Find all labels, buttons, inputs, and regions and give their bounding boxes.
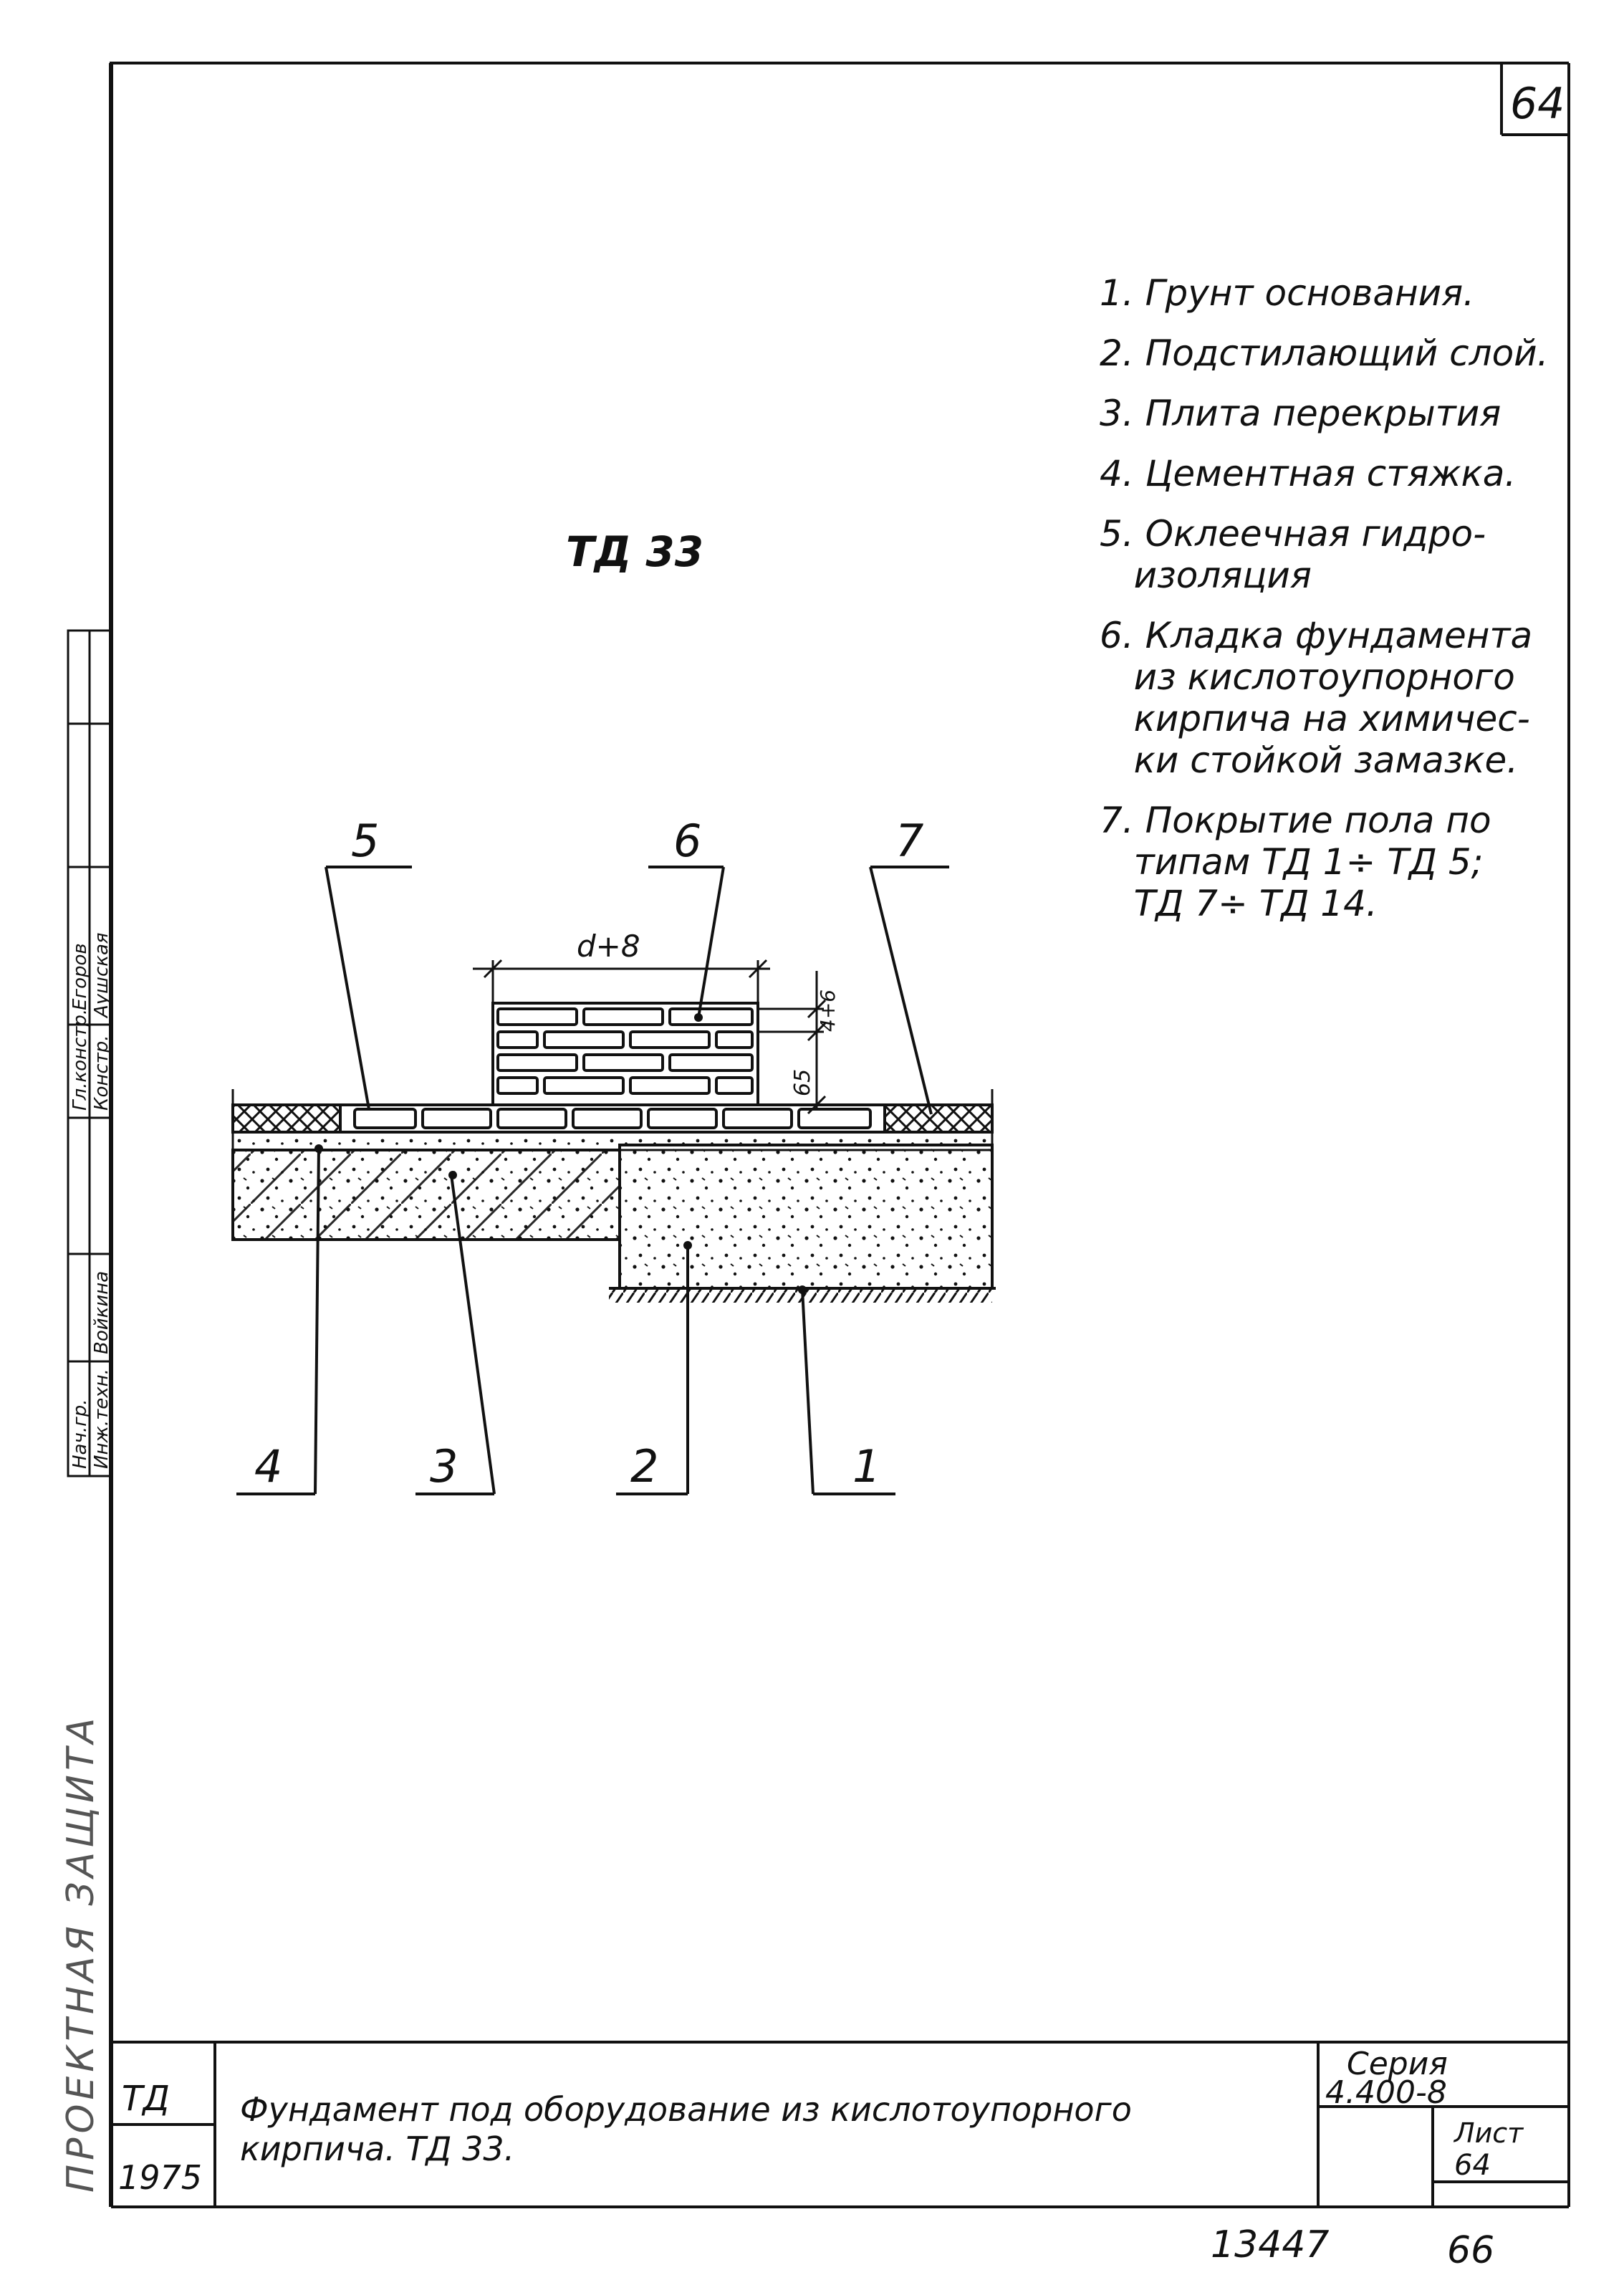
callout-3: 3 [430,1440,458,1493]
dimension-brick-top-label: 4+6 [816,990,840,1032]
callout-6: 6 [673,815,701,867]
legend-item: 5. Оклеечная гидро- изоляция [1100,513,1601,596]
legend-item-line: кирпича на химичес- [1100,698,1530,739]
legend-item-line: 5. Оклеечная гидро- [1100,513,1486,555]
side-stamp-cell-4: Аушская [91,932,112,1019]
callout-4: 4 [254,1440,282,1493]
legend-item-line: 1. Грунт основания. [1100,272,1475,314]
dimension-brick-height-label: 65 [790,1069,815,1096]
callout-dots [314,1013,807,1294]
side-stamp-cell-6: Инж.техн. [91,1369,112,1469]
legend-item-line: 3. Плита перекрытия [1100,393,1502,434]
callout-5: 5 [351,815,379,867]
side-stamp-cell-1: Гл.констр. [69,1009,91,1111]
drawing-code: ТД 33 [566,527,703,576]
title-line-2: кирпича. ТД 33. [240,2130,514,2168]
series-value: 4.400-8 [1325,2074,1447,2111]
legend-item-line: 2. Подстилающий слой. [1100,332,1549,374]
footer-page: 66 [1447,2229,1494,2272]
legend-item: 2. Подстилающий слой. [1100,332,1601,374]
dimension-lines [473,959,827,1115]
callout-leaders-top [325,866,949,1115]
title-block-year: 1975 [118,2158,202,2197]
legend-item-line: типам ТД 1÷ ТД 5; [1100,841,1484,883]
legend-list: 1. Грунт основания. 2. Подстилающий слой.… [1100,272,1601,943]
callout-1: 1 [852,1440,880,1493]
legend-item-line: 7. Покрытие пола по [1100,800,1491,841]
side-stamp-cell-3: Констр. [91,1035,112,1111]
side-stamp-cell-7: Войкина [91,1271,112,1354]
title-block-frame [111,2041,1570,2208]
legend-item-line: из кислотоупорного [1100,656,1515,698]
side-stamp-cell-2: Егоров [69,943,91,1010]
legend-item-line: 4. Цементная стяжка. [1100,453,1517,494]
section-drawing [231,866,996,1495]
soil-hatch [609,1288,992,1303]
brick-masonry [491,1002,759,1106]
callout-7: 7 [895,815,923,867]
bottom-brick-course [353,1108,872,1129]
inventory-number: 13447 [1211,2223,1329,2266]
legend-item-line: изоляция [1100,555,1312,596]
legend-item: 3. Плита перекрытия [1100,393,1601,434]
legend-item-line: ки стойкой замазке. [1100,739,1519,781]
page-number: 64 [1510,79,1565,129]
legend-item: 6. Кладка фундамента из кислотоупорного … [1100,615,1601,781]
sheet-label: Лист [1453,2117,1524,2149]
cement-screed [231,1131,994,1151]
legend-item-line: ТД 7÷ ТД 14. [1100,883,1378,924]
floor-covering-right [883,1103,994,1134]
floor-covering-left [231,1103,342,1134]
legend-item-line: 6. Кладка фундамента [1100,615,1533,656]
side-vertical-text: ПРОЕКТНАЯ ЗАЩИТА [59,1714,102,2193]
sheet-value: 64 [1454,2149,1491,2182]
legend-item: 7. Покрытие пола по типам ТД 1÷ ТД 5; ТД… [1100,800,1601,924]
callout-2: 2 [630,1440,658,1493]
callout-leaders-bottom [236,1146,895,1495]
title-line-1: Фундамент под оборудование из кислотоупо… [240,2090,1132,2129]
legend-item: 1. Грунт основания. [1100,272,1601,314]
subbase-block [618,1144,994,1290]
series-label: Серия [1347,2046,1448,2082]
side-stamp [67,629,112,1477]
side-stamp-cell-5: Нач.гр. [69,1399,91,1469]
dimension-width-label: d+8 [577,929,640,964]
legend-item: 4. Цементная стяжка. [1100,453,1601,494]
title-block-code: ТД [122,2079,170,2119]
